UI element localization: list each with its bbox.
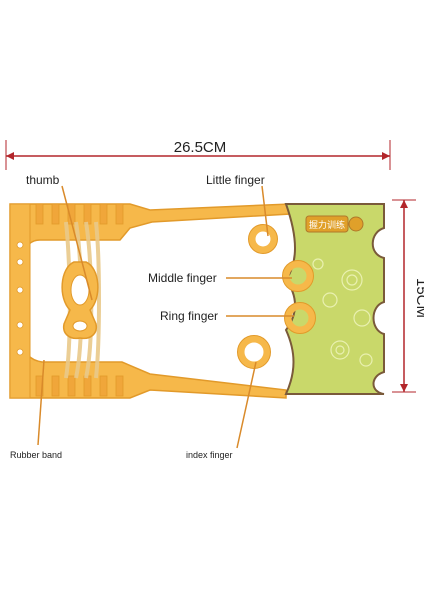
- height-dimension: 15CM: [392, 199, 424, 393]
- index-finger-label: index finger: [186, 450, 233, 460]
- ring-finger-ring: [284, 302, 316, 334]
- callout-lines: [37, 185, 294, 449]
- rubber-band-label: Rubber band: [10, 450, 62, 460]
- index-finger-ring: [237, 335, 271, 369]
- package-brand: 握力训练: [309, 219, 345, 231]
- finger-rings: [237, 224, 316, 369]
- middle-finger-ring: [282, 260, 314, 292]
- height-label: 15CM: [413, 278, 424, 318]
- package-card: 握力训练: [284, 203, 385, 395]
- width-label: 26.5CM: [174, 139, 227, 156]
- middle-finger-label: Middle finger: [148, 271, 217, 285]
- thumb-rest: [61, 261, 99, 340]
- ring-finger-label: Ring finger: [160, 309, 218, 323]
- little-finger-ring: [248, 224, 278, 254]
- gripper-frame: [9, 203, 291, 399]
- width-dimension: 26.5CM: [5, 139, 391, 170]
- thumb-label: thumb: [26, 173, 60, 187]
- little-finger-label: Little finger: [206, 173, 265, 187]
